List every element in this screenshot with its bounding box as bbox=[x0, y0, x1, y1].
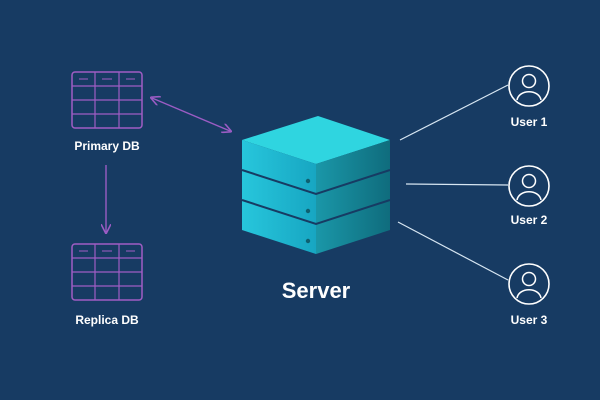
replica-db-label: Replica DB bbox=[75, 313, 139, 327]
server-unit-2-front bbox=[242, 170, 316, 224]
edges bbox=[106, 84, 509, 281]
server-label: Server bbox=[281, 278, 351, 303]
server-unit-1-front bbox=[242, 140, 316, 194]
user-1-icon bbox=[508, 65, 550, 107]
server-unit-3-front bbox=[242, 200, 316, 254]
user-3-icon bbox=[508, 263, 550, 305]
primary-db-label: Primary DB bbox=[74, 139, 140, 153]
server-unit-3-side bbox=[316, 200, 390, 254]
server-unit-2-led bbox=[305, 208, 311, 214]
server-unit-1-side bbox=[316, 140, 390, 194]
server-unit-1-led bbox=[305, 178, 311, 184]
server-unit-3-led bbox=[305, 238, 311, 244]
edge-server-to-user-3 bbox=[397, 221, 509, 281]
server-unit-2-side bbox=[316, 170, 390, 224]
edge-server-to-user-1 bbox=[399, 84, 509, 141]
primary-db-table-icon bbox=[71, 71, 143, 129]
server-stack-icon bbox=[241, 116, 391, 254]
user-3-label: User 3 bbox=[510, 313, 548, 327]
user-2-icon bbox=[508, 165, 550, 207]
edge-primary-to-server-arrow bbox=[152, 98, 230, 131]
edge-server-to-user-2 bbox=[405, 183, 509, 186]
user-1-label: User 1 bbox=[510, 115, 548, 129]
user-2-label: User 2 bbox=[510, 213, 548, 227]
replica-db-table-icon bbox=[71, 243, 143, 301]
